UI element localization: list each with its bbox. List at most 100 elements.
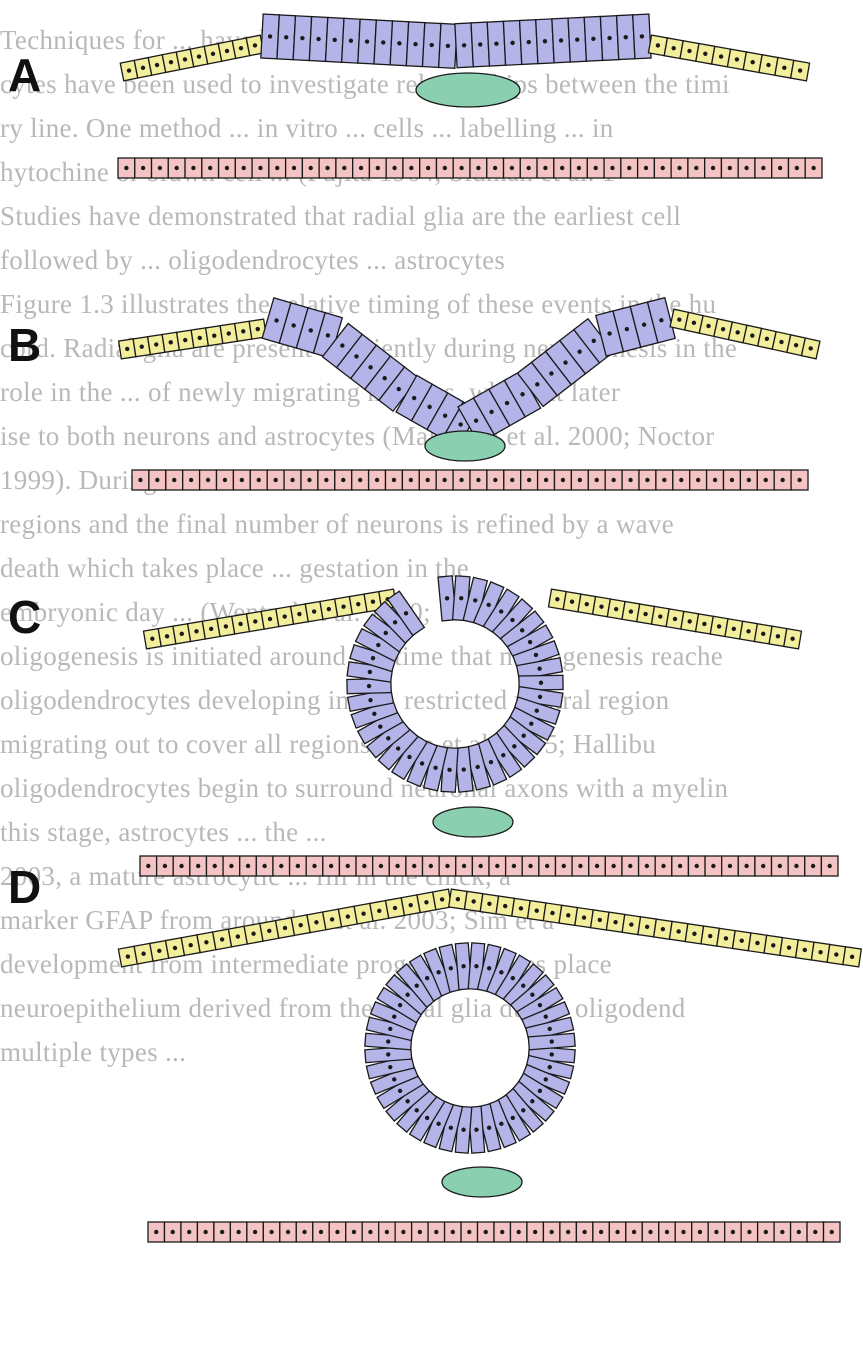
endoderm-cell [788, 158, 805, 178]
endoderm-cell [386, 470, 403, 490]
endoderm-cell [118, 158, 135, 178]
endoderm-cell [654, 158, 671, 178]
endoderm-cell [206, 856, 223, 876]
neural-plate-cell [520, 20, 538, 65]
endoderm-cell [659, 1222, 675, 1242]
endoderm-cell [252, 158, 269, 178]
endoderm-cell [318, 470, 335, 490]
endoderm-cell [286, 158, 303, 178]
endoderm-cell [587, 158, 604, 178]
endoderm-cell [247, 1222, 263, 1242]
endoderm-cell [353, 158, 370, 178]
endoderm-cell [263, 1222, 279, 1242]
endoderm-cell [395, 1222, 411, 1242]
endoderm-cell [757, 470, 774, 490]
endoderm-cell [369, 470, 386, 490]
endoderm-cell [379, 1222, 395, 1242]
endoderm-cell [522, 856, 539, 876]
endoderm-cell [609, 1222, 625, 1242]
endoderm-cell [655, 856, 672, 876]
panel-label-c: C [8, 590, 41, 644]
neural-plate-cell [277, 15, 296, 60]
neural-plate-cell [617, 15, 635, 60]
endoderm-cell [593, 1222, 609, 1242]
ectoderm-cell [801, 338, 819, 359]
endoderm-cell [656, 470, 673, 490]
endoderm-cell [487, 158, 504, 178]
endoderm-cell [233, 470, 250, 490]
endoderm-cell [420, 158, 437, 178]
endoderm-cell [791, 470, 808, 490]
endoderm-cell [688, 856, 705, 876]
endoderm-cell [708, 1222, 724, 1242]
endoderm-cell [821, 856, 838, 876]
endoderm-cell [336, 158, 353, 178]
endoderm-cell [543, 1222, 559, 1242]
endoderm-cell [230, 1222, 246, 1242]
endoderm-cell [436, 158, 453, 178]
neural-tube-cell [528, 1033, 575, 1049]
neural-plate-cell [584, 16, 602, 61]
endoderm-cell [190, 856, 207, 876]
endoderm-cell [461, 1222, 477, 1242]
endoderm-cell [639, 856, 656, 876]
neural-plate-cell [390, 21, 409, 66]
endoderm-cell [373, 856, 390, 876]
neural-plate-cell [374, 20, 393, 65]
endoderm-cell [269, 158, 286, 178]
endoderm-cell [356, 856, 373, 876]
endoderm-cell [445, 1222, 461, 1242]
endoderm-cell [705, 856, 722, 876]
neural-plate-cell [293, 16, 312, 61]
endoderm-cell [419, 470, 436, 490]
endoderm-cell [197, 1222, 213, 1242]
endoderm-cell [738, 158, 755, 178]
endoderm-cell [403, 158, 420, 178]
endoderm-cell [339, 856, 356, 876]
endoderm-cell [772, 158, 789, 178]
endoderm-cell [181, 1222, 197, 1242]
endoderm-cell [301, 470, 318, 490]
endoderm-cell [692, 1222, 708, 1242]
endoderm-cell [164, 1222, 180, 1242]
endoderm-cell [148, 1222, 164, 1242]
endoderm-cell [688, 158, 705, 178]
endoderm-cell [472, 856, 489, 876]
endoderm-cell [539, 856, 556, 876]
endoderm-cell [149, 470, 166, 490]
ectoderm-cell [784, 629, 802, 649]
endoderm-cell [554, 158, 571, 178]
neural-plate-cell [471, 22, 489, 67]
endoderm-cell [672, 856, 689, 876]
endoderm-cell [267, 470, 284, 490]
panel-label-b: B [8, 318, 41, 372]
neural-plate-cell [568, 17, 586, 62]
notochord [433, 807, 513, 837]
endoderm-cell [152, 158, 169, 178]
endoderm-cell [135, 158, 152, 178]
endoderm-cell [588, 470, 605, 490]
endoderm-cell [537, 158, 554, 178]
endoderm-cell [456, 856, 473, 876]
endoderm-cell [273, 856, 290, 876]
neural-plate-cell [358, 19, 377, 64]
endoderm-cell [824, 1222, 840, 1242]
endoderm-cell [202, 158, 219, 178]
endoderm-cell [386, 158, 403, 178]
endoderm-cell [369, 158, 386, 178]
endoderm-cell [423, 856, 440, 876]
endoderm-cell [638, 158, 655, 178]
endoderm-cell [412, 1222, 428, 1242]
endoderm-cell [335, 470, 352, 490]
endoderm-cell [240, 856, 257, 876]
endoderm-cell [173, 856, 190, 876]
endoderm-cell [560, 1222, 576, 1242]
neural-plate-cell [342, 18, 361, 63]
endoderm-cell [673, 470, 690, 490]
endoderm-cell [504, 470, 521, 490]
endoderm-cell [758, 1222, 774, 1242]
endoderm-cell [527, 1222, 543, 1242]
endoderm-cell [788, 856, 805, 876]
endoderm-cell [436, 470, 453, 490]
endoderm-cell [478, 1222, 494, 1242]
